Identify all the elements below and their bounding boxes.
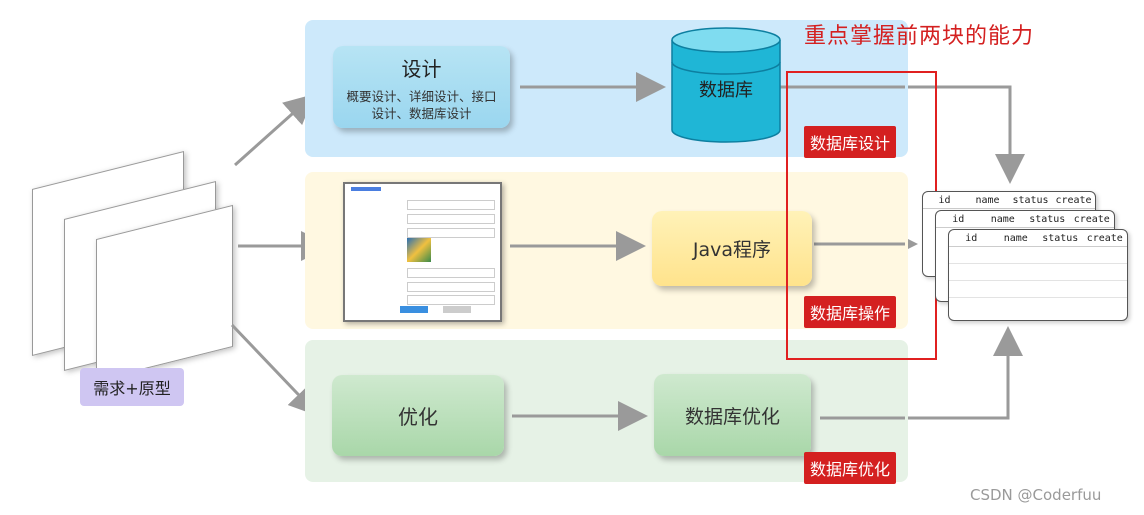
form-field: [407, 200, 495, 210]
tag-database-operation: 数据库操作: [804, 296, 897, 328]
col-id: id: [938, 194, 951, 206]
tag-database-optimize: 数据库优化: [804, 452, 897, 484]
form-field: [407, 295, 495, 305]
tag-database-design: 数据库设计: [804, 126, 897, 158]
optimize-card: 优化: [332, 375, 504, 456]
col-name: name: [1003, 232, 1028, 244]
form-title-bar: [351, 187, 381, 191]
table-header: id name status create: [949, 230, 1127, 247]
watermark: CSDN @Coderfuu: [970, 486, 1102, 504]
form-field: [407, 228, 495, 238]
requirement-prototype-label: 需求+原型: [80, 368, 184, 406]
table-row: [949, 247, 1127, 264]
design-title: 设计: [401, 56, 442, 81]
database-label: 数据库: [699, 80, 753, 101]
form-cancel-button: [443, 306, 471, 313]
form-field: [407, 282, 495, 292]
headline: 重点掌握前两块的能力: [804, 24, 1035, 49]
form-avatar-image: [407, 238, 431, 262]
col-create: create: [1086, 232, 1123, 244]
table-card-3: id name status create: [948, 229, 1128, 321]
col-status: status: [1042, 232, 1079, 244]
arrow-to-design: [234, 94, 315, 167]
table-header: id name status create: [936, 211, 1114, 228]
col-id: id: [952, 213, 965, 225]
form-field: [407, 214, 495, 224]
arrow-to-optimize: [230, 323, 320, 417]
table-row: [949, 264, 1127, 281]
col-id: id: [965, 232, 978, 244]
form-field: [407, 268, 495, 278]
design-subtitle: 概要设计、详细设计、接口设计、数据库设计: [346, 88, 497, 121]
col-create: create: [1055, 194, 1092, 206]
java-program-card: Java程序: [652, 211, 812, 286]
col-name: name: [975, 194, 1000, 206]
employee-form-screenshot: [343, 182, 502, 322]
database-cylinder-icon: [671, 27, 781, 143]
database-optimize-card: 数据库优化: [654, 374, 811, 456]
form-save-button: [400, 306, 428, 313]
design-card: 设计 概要设计、详细设计、接口设计、数据库设计: [333, 46, 510, 128]
table-row: [949, 281, 1127, 298]
col-status: status: [1029, 213, 1066, 225]
col-status: status: [1012, 194, 1049, 206]
col-create: create: [1073, 213, 1110, 225]
table-header: id name status create: [923, 192, 1095, 209]
col-name: name: [990, 213, 1015, 225]
